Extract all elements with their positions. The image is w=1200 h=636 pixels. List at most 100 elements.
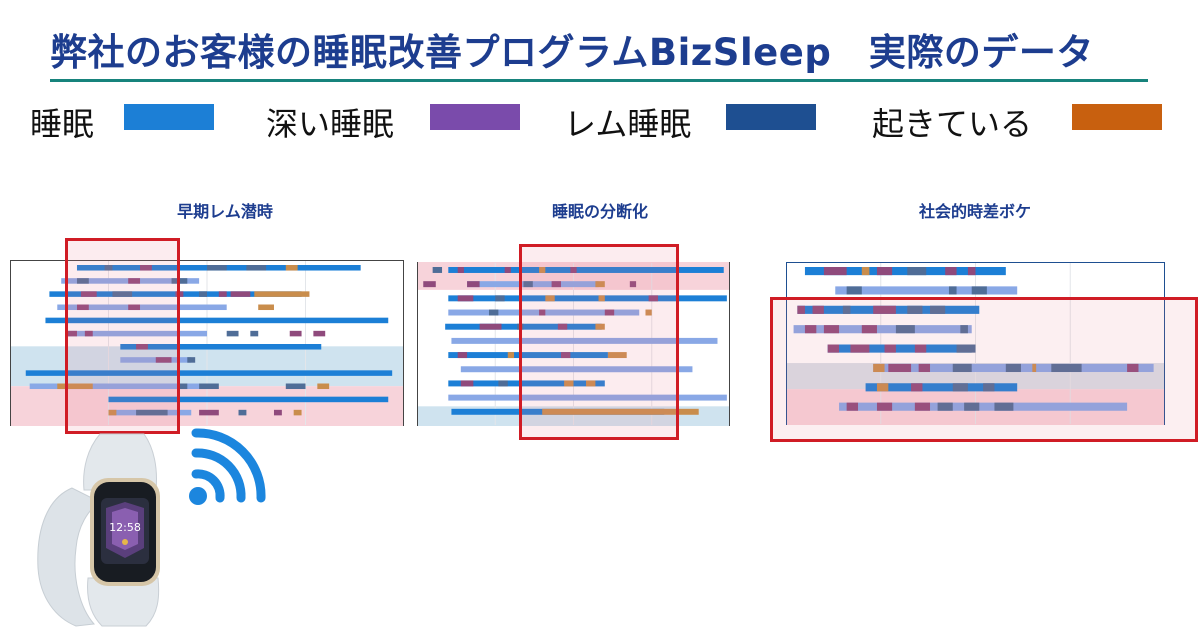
stage-segment-rem bbox=[207, 265, 227, 271]
stage-segment-deep bbox=[479, 323, 502, 330]
stage-segment-awake bbox=[564, 380, 574, 387]
sleep-bar bbox=[451, 337, 718, 344]
stage-segment-deep bbox=[140, 265, 152, 271]
stage-segment-deep bbox=[812, 305, 824, 314]
stage-segment-deep bbox=[797, 305, 805, 314]
stage-segment-awake bbox=[507, 352, 515, 359]
stage-segment-rem bbox=[960, 325, 968, 334]
stage-segment-rem bbox=[171, 278, 188, 284]
stage-segment-awake bbox=[57, 383, 93, 390]
stage-segment-awake bbox=[258, 304, 274, 311]
sleep-bar bbox=[25, 370, 393, 376]
panel-title-social-jetlag: 社会的時差ボケ bbox=[918, 202, 1031, 221]
stage-segment-deep bbox=[65, 330, 77, 337]
stage-segment-rem bbox=[199, 383, 219, 390]
stage-segment-deep bbox=[850, 344, 870, 353]
stage-segment-deep bbox=[914, 402, 931, 411]
stage-segment-deep bbox=[876, 402, 893, 411]
legend-swatch-sleep bbox=[124, 104, 214, 130]
legend-label-sleep: 睡眠 bbox=[30, 105, 95, 143]
sleep-chart-social-jetlag bbox=[786, 262, 1165, 425]
stage-segment-deep bbox=[884, 344, 896, 353]
stage-segment-rem bbox=[495, 295, 505, 302]
stage-segment-deep bbox=[861, 325, 877, 334]
stage-segment-awake bbox=[598, 295, 605, 302]
stage-segment-rem bbox=[136, 409, 168, 416]
stage-segment-deep bbox=[289, 330, 302, 337]
sleep-bar bbox=[448, 352, 608, 359]
stage-segment-rem bbox=[895, 325, 915, 334]
legend-label-deep-sleep: 深い睡眠 bbox=[266, 105, 395, 143]
stage-segment-rem bbox=[952, 383, 968, 392]
stage-segment-deep bbox=[823, 325, 840, 334]
stage-segment-rem bbox=[246, 265, 267, 271]
stage-segment-awake bbox=[595, 281, 605, 288]
stage-segment-awake bbox=[873, 363, 885, 373]
stage-segment-awake bbox=[645, 309, 652, 316]
stage-segment-rem bbox=[523, 281, 533, 288]
stage-segment-awake bbox=[595, 323, 605, 330]
stage-segment-deep bbox=[128, 304, 141, 311]
stage-segment-rem bbox=[907, 267, 927, 276]
stage-segment-rem bbox=[250, 330, 259, 337]
sleep-bar bbox=[839, 402, 1128, 411]
stage-segment-deep bbox=[918, 363, 931, 373]
legend-label-rem-sleep: レム睡眠 bbox=[564, 105, 692, 143]
stage-segment-rem bbox=[983, 383, 995, 392]
sleep-bar bbox=[45, 317, 389, 324]
panel-title-fragmentation: 睡眠の分断化 bbox=[551, 202, 648, 221]
sleep-bar bbox=[57, 304, 227, 311]
sleep-bar bbox=[108, 396, 389, 403]
stage-segment-awake bbox=[108, 409, 117, 416]
stage-segment-rem bbox=[432, 267, 443, 273]
stage-segment-rem bbox=[187, 357, 196, 363]
stage-segment-deep bbox=[504, 267, 511, 273]
stage-segment-rem bbox=[112, 291, 133, 297]
stage-segment-rem bbox=[948, 286, 957, 295]
stage-segment-rem bbox=[937, 402, 953, 411]
svg-text:12:58: 12:58 bbox=[109, 521, 141, 534]
stage-segment-awake bbox=[607, 352, 627, 359]
stage-segment-rem bbox=[994, 402, 1014, 411]
legend-swatch-rem-sleep bbox=[726, 104, 816, 130]
stage-segment-deep bbox=[876, 267, 893, 276]
stage-segment-deep bbox=[648, 295, 659, 302]
stage-segment-rem bbox=[285, 383, 306, 390]
stage-segment-deep bbox=[128, 278, 141, 284]
sleep-bar bbox=[804, 267, 1006, 276]
stage-segment-rem bbox=[930, 305, 946, 314]
page-title: 弊社のお客様の睡眠改善プログラムBizSleep 実際のデータ bbox=[50, 31, 1094, 74]
stage-segment-rem bbox=[956, 344, 976, 353]
stage-segment-rem bbox=[498, 380, 508, 387]
stage-segment-awake bbox=[285, 265, 298, 271]
stage-segment-deep bbox=[273, 409, 282, 416]
stage-segment-deep bbox=[457, 352, 468, 359]
stage-segment-deep bbox=[76, 304, 89, 311]
stage-segment-deep bbox=[155, 357, 172, 363]
sleep-chart-early-rem bbox=[10, 260, 404, 426]
stage-segment-awake bbox=[545, 295, 555, 302]
sleep-bar bbox=[467, 281, 599, 288]
stage-segment-rem bbox=[517, 323, 524, 330]
sleep-bar bbox=[448, 267, 724, 273]
stage-segment-deep bbox=[136, 344, 148, 350]
stage-segment-deep bbox=[967, 267, 976, 276]
stage-segment-deep bbox=[911, 383, 923, 392]
stage-segment-deep bbox=[557, 323, 568, 330]
stage-segment-rem bbox=[964, 402, 980, 411]
stage-segment-rem bbox=[1051, 363, 1082, 373]
stage-segment-deep bbox=[1127, 363, 1139, 373]
stage-segment-awake bbox=[861, 267, 870, 276]
sleep-bar bbox=[65, 330, 207, 337]
stage-segment-deep bbox=[570, 267, 577, 273]
wireless-signal-icon bbox=[189, 428, 266, 505]
stage-segment-deep bbox=[823, 267, 847, 276]
stage-segment-awake bbox=[876, 383, 889, 392]
title-divider bbox=[50, 79, 1148, 82]
sleep-bar bbox=[865, 383, 1018, 392]
sleep-bar bbox=[448, 380, 605, 387]
stage-segment-rem bbox=[846, 286, 862, 295]
stage-segment-deep bbox=[914, 344, 927, 353]
stage-segment-awake bbox=[1032, 363, 1037, 373]
stage-segment-awake bbox=[317, 383, 330, 390]
